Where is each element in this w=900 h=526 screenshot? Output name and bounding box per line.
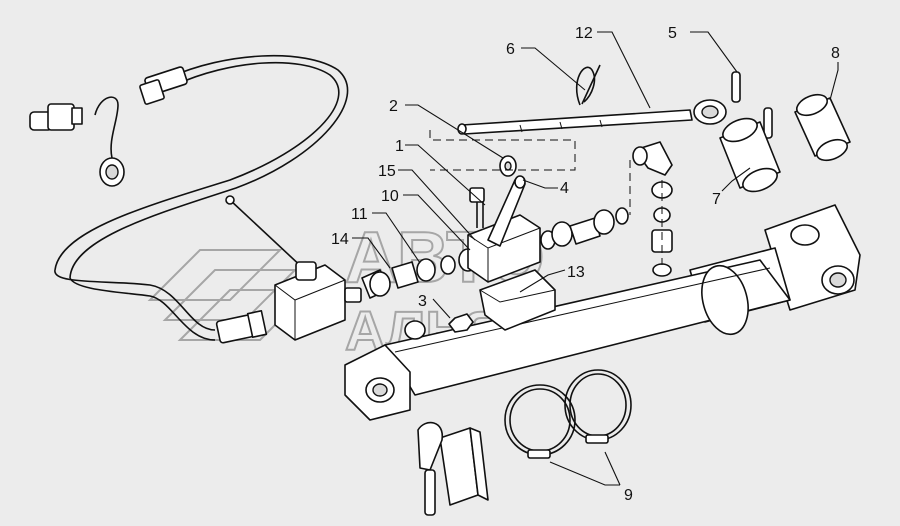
hydraulic-hose bbox=[29, 54, 349, 344]
label-14: 14 bbox=[331, 231, 349, 248]
label-11: 11 bbox=[351, 206, 368, 223]
label-10: 10 bbox=[381, 188, 399, 205]
label-3: 3 bbox=[418, 293, 427, 310]
label-13: 13 bbox=[567, 264, 585, 281]
label-15: 15 bbox=[378, 163, 396, 180]
fitting-chain-upper bbox=[540, 141, 673, 277]
cylinder-mount-bracket bbox=[417, 421, 489, 516]
label-2: 2 bbox=[389, 98, 398, 115]
label-1: 1 bbox=[395, 138, 404, 155]
hydraulic-cylinder bbox=[344, 204, 861, 421]
leader-lines bbox=[352, 31, 839, 486]
label-9: 9 bbox=[624, 487, 633, 504]
part-labels: 1 2 3 4 5 6 7 8 9 10 11 12 13 14 15 bbox=[331, 25, 840, 504]
spring-pin bbox=[575, 64, 601, 106]
label-8: 8 bbox=[831, 45, 840, 62]
hose-clamps bbox=[504, 369, 632, 459]
adjustment-rod bbox=[429, 99, 727, 171]
upper-valve-block bbox=[467, 155, 541, 283]
pins bbox=[719, 71, 851, 193]
label-4: 4 bbox=[560, 180, 569, 197]
label-6: 6 bbox=[506, 41, 515, 58]
label-12: 12 bbox=[575, 25, 593, 42]
label-7: 7 bbox=[712, 191, 721, 208]
lower-valve-block bbox=[225, 195, 362, 341]
label-5: 5 bbox=[668, 25, 677, 42]
